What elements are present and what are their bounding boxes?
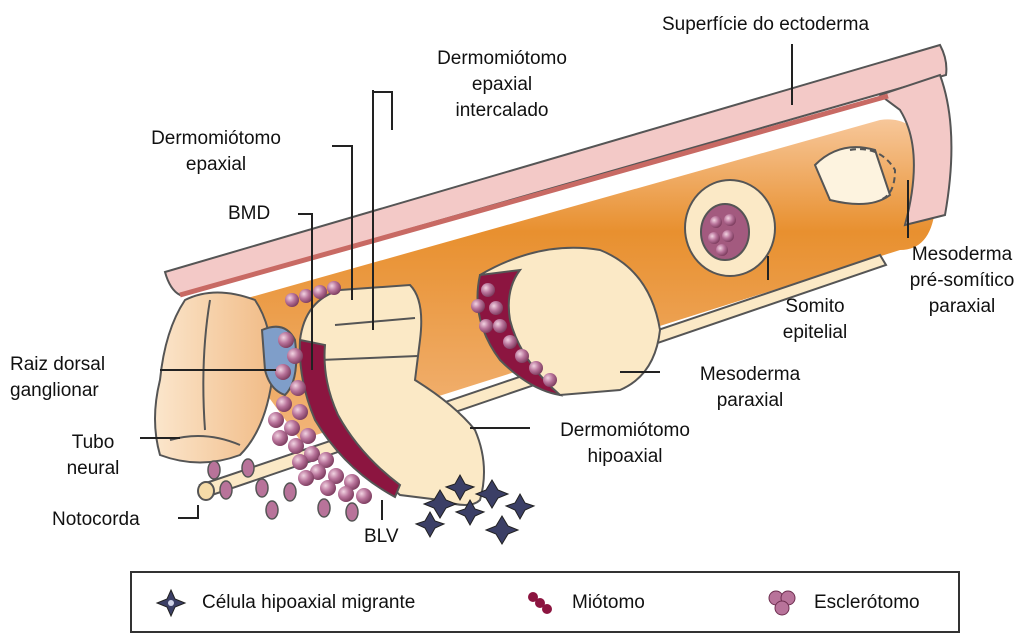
label-tubo-neural: Tubo neural (48, 430, 138, 482)
label-tubo-neural-line2: neural (48, 456, 138, 482)
label-dermo-epaxial: Dermomiótomo epaxial (126, 126, 306, 178)
notochord-end (198, 482, 214, 500)
label-notocorda: Notocorda (52, 507, 140, 533)
legend-myotome-label: Miótomo (572, 592, 645, 614)
label-dermo-intercalado-line1: Dermomiótomo (392, 46, 612, 72)
label-mesoderma-paraxial-line2: paraxial (670, 388, 830, 414)
legend-item-migrant: Célula hipoaxial migrante (154, 587, 415, 619)
label-mesoderma-presomitico-line1: Mesoderma (892, 242, 1032, 268)
label-raiz-dorsal-line1: Raiz dorsal (10, 352, 105, 378)
label-somito-epitelial-line2: epitelial (760, 320, 870, 346)
label-dermo-epaxial-line1: Dermomiótomo (126, 126, 306, 152)
label-mesoderma-paraxial-line1: Mesoderma (670, 362, 830, 388)
label-superficie-ectoderma: Superfície do ectoderma (662, 12, 869, 38)
label-mesoderma-paraxial: Mesoderma paraxial (670, 362, 830, 414)
label-dermo-epaxial-line2: epaxial (126, 152, 306, 178)
label-mesoderma-presomitico: Mesoderma pré-somítico paraxial (892, 242, 1032, 320)
label-bmd: BMD (228, 201, 270, 227)
migrant-cell-icon (154, 588, 188, 618)
label-dermo-hipoaxial: Dermomiótomo hipoaxial (530, 418, 720, 470)
legend-box: Célula hipoaxial migrante Miótomo Escler… (130, 571, 960, 633)
legend-migrant-label: Célula hipoaxial migrante (202, 592, 415, 614)
label-mesoderma-presomitico-line2: pré-somítico (892, 268, 1032, 294)
legend-item-myotome: Miótomo (524, 587, 645, 619)
myotome-icon (524, 588, 558, 618)
label-dermo-intercalado-line2: epaxial (392, 72, 612, 98)
label-dermo-hipoaxial-line1: Dermomiótomo (530, 418, 720, 444)
label-somito-epitelial-line1: Somito (760, 294, 870, 320)
label-raiz-dorsal: Raiz dorsal ganglionar (10, 352, 105, 404)
legend-item-sclerotome: Esclerótomo (764, 587, 920, 619)
label-tubo-neural-line1: Tubo (48, 430, 138, 456)
legend-sclerotome-label: Esclerótomo (814, 592, 920, 614)
label-dermo-hipoaxial-line2: hipoaxial (530, 444, 720, 470)
label-dermo-intercalado-line3: intercalado (392, 98, 612, 124)
label-somito-epitelial: Somito epitelial (760, 294, 870, 346)
label-dermo-intercalado: Dermomiótomo epaxial intercalado (392, 46, 612, 124)
label-blv: BLV (364, 524, 399, 550)
label-mesoderma-presomitico-line3: paraxial (892, 294, 1032, 320)
label-raiz-dorsal-line2: ganglionar (10, 378, 105, 404)
sclerotome-icon (764, 588, 800, 618)
